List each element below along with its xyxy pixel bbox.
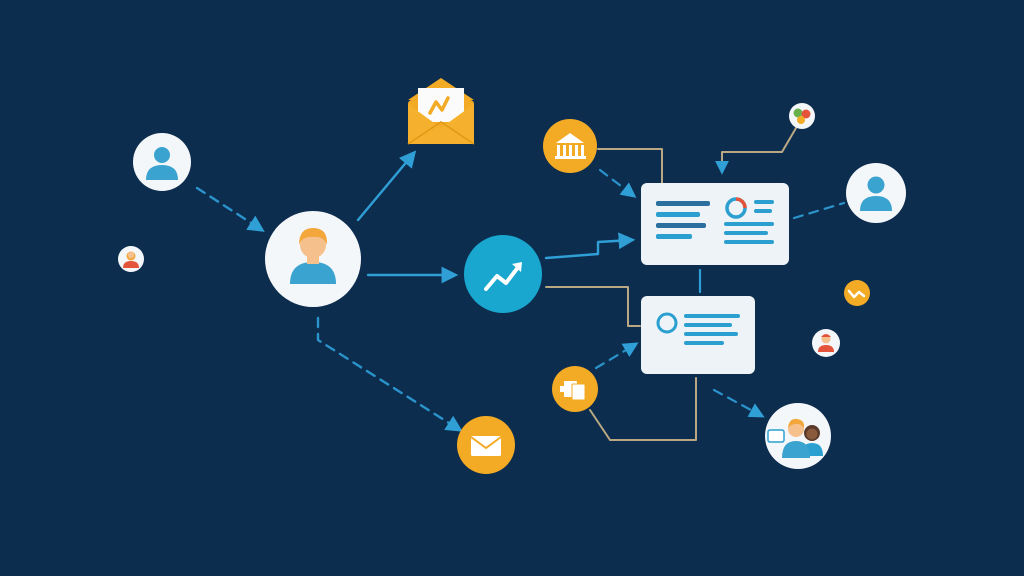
connector-center-to-envelope [356,150,417,222]
person-icon [123,251,139,268]
connector-bank-dashed [598,168,637,198]
envelope-node-top[interactable] [407,78,475,145]
person-icon [860,176,892,211]
user-node-top-left[interactable] [133,133,191,191]
connector-bank-to-card-top [597,148,663,184]
user-node-small-left[interactable] [118,246,144,272]
handshake-icon [847,289,866,299]
bank-node[interactable] [543,119,597,173]
mail-icon [470,436,502,456]
documents-node[interactable] [552,366,598,412]
user-node-right[interactable] [846,163,906,223]
handshake-node[interactable] [844,280,870,306]
user-node-center[interactable] [265,211,361,307]
connector-card-to-team [712,388,765,418]
person-icon [818,334,834,352]
dashboard-icon [656,197,774,244]
chat-node-top[interactable] [789,103,815,129]
connector-documents-loop [589,377,697,441]
connector-chat-to-card-top [715,127,797,175]
connector-growth-to-card-top [544,232,636,260]
person-icon [146,147,178,180]
bank-icon [555,133,586,159]
chat-icon [793,108,811,124]
connector-card-to-user-right [792,201,846,220]
team-node[interactable] [765,403,831,469]
team-icon [767,418,823,458]
list-icon [656,312,740,345]
mail-node-bottom[interactable] [457,416,515,474]
growth-node-center[interactable] [464,235,542,313]
user-node-small-right[interactable] [812,329,840,357]
lightning-icon [428,96,450,115]
documents-icon [560,381,586,401]
connector-growth-to-card-bottom [545,286,641,327]
dashboard-card-top[interactable] [641,183,789,265]
person-icon [290,228,336,284]
connector-documents-to-card-bottom [594,342,639,370]
connectors [195,127,846,441]
connector-center-to-mail [316,316,463,432]
trend-up-icon [484,262,522,291]
connector-user-to-center [195,186,265,232]
dashboard-card-bottom[interactable] [641,296,755,374]
